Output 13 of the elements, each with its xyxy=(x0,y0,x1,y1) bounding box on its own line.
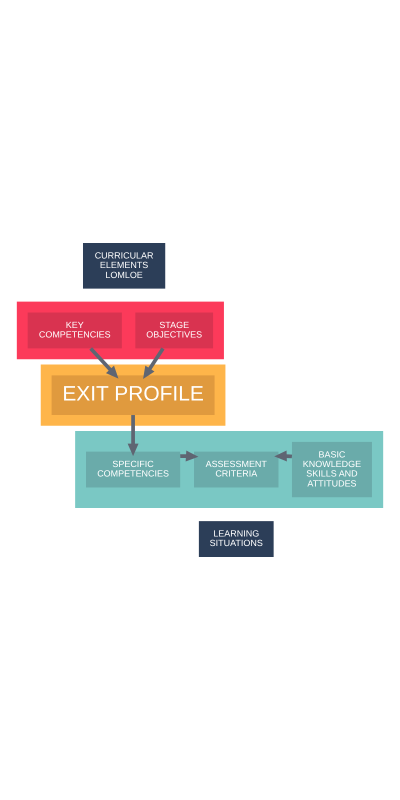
arrow xyxy=(143,347,165,380)
node-box: CURRICULAR ELEMENTS LOMLOE xyxy=(83,243,166,289)
node-box: STAGE OBJECTIVES xyxy=(135,312,214,348)
node-box: EXIT PROFILE xyxy=(52,375,215,415)
node-box: SPECIFIC COMPETENCIES xyxy=(86,452,180,488)
arrow xyxy=(128,415,139,456)
cluster xyxy=(75,431,384,508)
arrow xyxy=(89,347,118,379)
node-box: ASSESSMENT CRITERIA xyxy=(194,452,278,488)
node-box: LEARNING SITUATIONS xyxy=(198,521,274,557)
node-box: BASIC KNOWLEDGE SKILLS AND ATTITUDES xyxy=(292,442,372,498)
cluster xyxy=(16,302,224,360)
node-box: KEY COMPETENCIES xyxy=(28,312,122,348)
